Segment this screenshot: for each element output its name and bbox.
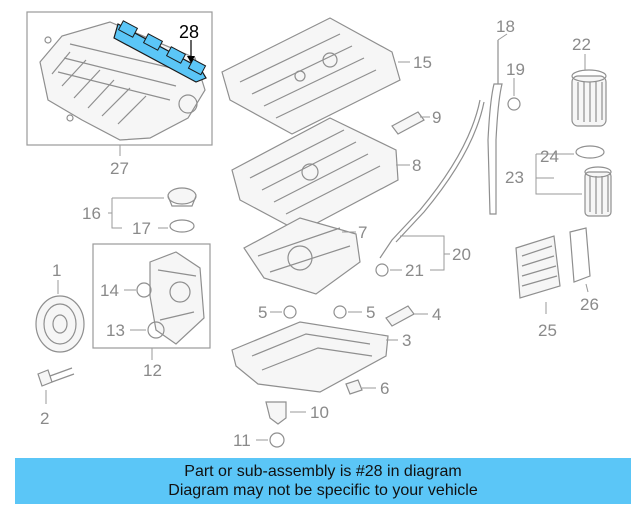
label-23: 23 — [505, 168, 524, 187]
label-20: 20 — [452, 245, 471, 264]
bracket-20 — [400, 235, 445, 271]
info-banner: Part or sub-assembly is #28 in diagram D… — [15, 458, 631, 504]
label-7: 7 — [358, 223, 367, 242]
parts-diagram: 28 27 15 9 8 7 5 5 4 3 — [26, 11, 612, 450]
banner-line-1: Part or sub-assembly is #28 in diagram — [184, 463, 462, 480]
label-3: 3 — [402, 331, 411, 350]
label-11: 11 — [233, 431, 251, 450]
label-27: 27 — [110, 159, 129, 178]
engine-block — [243, 217, 361, 295]
oil-cooler-25 — [515, 235, 561, 299]
oil-filter-22 — [571, 69, 607, 127]
leader-18 — [497, 33, 508, 41]
label-1: 1 — [52, 261, 61, 280]
label-24: 24 — [540, 147, 559, 166]
label-17: 17 — [132, 219, 151, 238]
seal-19 — [507, 97, 521, 111]
label-4: 4 — [432, 305, 441, 324]
timing-cover — [149, 251, 205, 345]
label-28: 28 — [179, 22, 199, 42]
label-12: 12 — [143, 361, 162, 380]
label-8: 8 — [412, 156, 421, 175]
dipstick-tube-2 — [395, 101, 485, 243]
label-2: 2 — [40, 409, 49, 428]
seal-17 — [169, 219, 195, 233]
seal-14 — [136, 282, 152, 298]
label-16: 16 — [82, 204, 101, 223]
seal-13 — [147, 321, 165, 339]
bracket-16 — [108, 197, 164, 229]
label-6: 6 — [380, 379, 389, 398]
gasket-26 — [569, 227, 591, 283]
label-5-left: 5 — [258, 303, 267, 322]
washer-5-left — [283, 305, 297, 319]
label-5-right: 5 — [366, 303, 375, 322]
cylinder-head — [231, 117, 399, 233]
label-14: 14 — [100, 281, 119, 300]
leader-26 — [585, 283, 589, 293]
label-13: 13 — [106, 321, 125, 340]
seal-24 — [575, 145, 605, 159]
dipstick — [487, 40, 503, 215]
label-18: 18 — [496, 17, 515, 36]
label-26: 26 — [580, 295, 599, 314]
dipstick-tube — [379, 99, 481, 259]
valve-cover — [221, 17, 401, 135]
label-19: 19 — [506, 60, 525, 79]
oring-21 — [375, 263, 389, 277]
part-11 — [269, 432, 285, 448]
filter-element-23 — [584, 166, 612, 217]
crank-pulley-1 — [35, 295, 85, 353]
bracket-23 — [535, 153, 582, 195]
label-9: 9 — [432, 108, 441, 127]
label-21: 21 — [405, 261, 424, 280]
washer-5-right — [333, 305, 347, 319]
label-15: 15 — [413, 53, 432, 72]
oil-pan — [231, 321, 389, 393]
banner-line-2: Diagram may not be specific to your vehi… — [168, 482, 478, 499]
part-9 — [391, 111, 425, 135]
arrow-28 — [187, 56, 195, 63]
label-22: 22 — [572, 35, 591, 54]
oil-cap-16 — [167, 187, 197, 207]
label-10: 10 — [310, 403, 329, 422]
intake-gasket-highlighted — [113, 20, 207, 83]
oil-sensor-10 — [265, 401, 287, 425]
part-4 — [385, 305, 415, 327]
bolt-2 — [37, 367, 75, 387]
label-25: 25 — [538, 321, 557, 340]
drain-plug-6 — [345, 379, 363, 395]
